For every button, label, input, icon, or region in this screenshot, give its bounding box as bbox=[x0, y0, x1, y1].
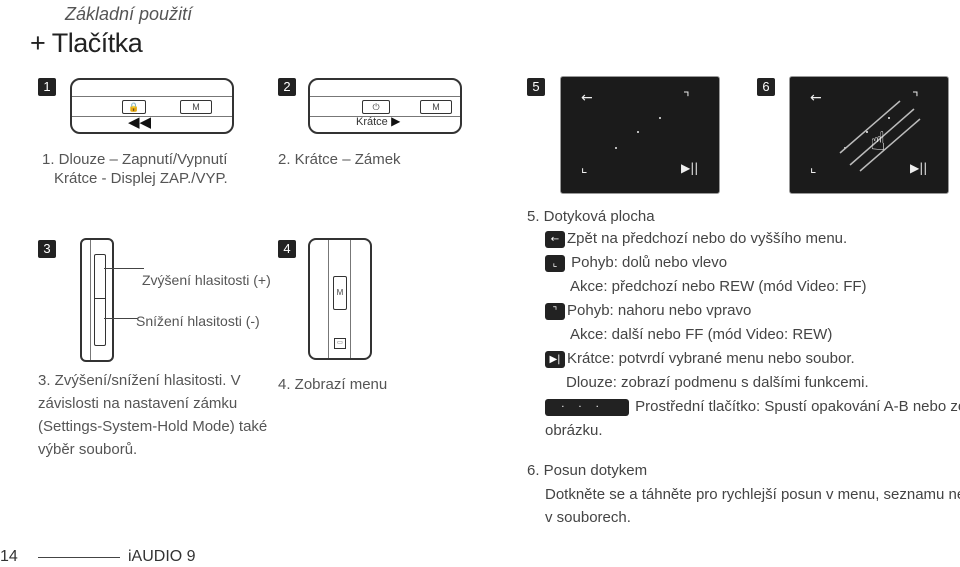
press-indicator: Krátce ▶ bbox=[356, 114, 401, 128]
back-arrow-icon: ← bbox=[545, 230, 565, 248]
touch-down-action: Akce: předchozí nebo REW (mód Video: FF) bbox=[570, 278, 867, 295]
play-pause-icon: ▶|| bbox=[910, 161, 928, 175]
drag-line-2: v souborech. bbox=[545, 509, 631, 526]
touch-play-row: ▶|Krátce: potvrdí vybrané menu nebo soub… bbox=[545, 348, 855, 370]
menu-button-icon: M bbox=[333, 276, 347, 310]
corner-down-left-icon: ⌞ bbox=[581, 160, 588, 176]
back-arrow-icon: ← bbox=[581, 90, 593, 106]
corner-down-left-icon: ⌞ bbox=[810, 160, 817, 176]
arrow-right-icon: ▶ bbox=[387, 114, 401, 128]
marker-2: 2 bbox=[278, 78, 296, 96]
rewind-arrow-icon: ◀◀ bbox=[128, 114, 152, 131]
footer-rule bbox=[38, 557, 120, 558]
device-menu-illustration: M ▭ bbox=[308, 238, 372, 360]
corner-up-right-icon: ⌝ bbox=[912, 90, 919, 106]
product-name: iAUDIO 9 bbox=[128, 548, 196, 565]
marker-4: 4 bbox=[278, 240, 296, 258]
play-pause-icon: ▶|| bbox=[681, 161, 699, 175]
back-arrow-icon: ← bbox=[810, 90, 822, 106]
menu-button-icon: M bbox=[180, 100, 212, 114]
touch-up-action: Akce: další nebo FF (mód Video: REW) bbox=[570, 326, 833, 343]
page-title: + Tlačítka bbox=[30, 28, 143, 58]
corner-down-left-icon: ⌞ bbox=[545, 254, 565, 272]
drag-motion-lines bbox=[839, 100, 921, 172]
drag-title: 6. Posun dotykem bbox=[527, 462, 648, 479]
leader-line-down bbox=[104, 318, 138, 319]
marker-5: 5 bbox=[527, 78, 545, 96]
corner-up-right-icon: ⌝ bbox=[545, 302, 565, 320]
marker-3: 3 bbox=[38, 240, 56, 258]
marker-6: 6 bbox=[757, 78, 775, 96]
center-dots-icon: ··· bbox=[545, 398, 629, 416]
corner-up-right-icon: ⌝ bbox=[683, 90, 690, 106]
touch-back-row: ←Zpět na předchozí nebo do vyššího menu. bbox=[545, 228, 847, 250]
pointing-hand-icon: ☝ bbox=[870, 127, 886, 157]
touch-play-long: Dlouze: zobrazí podmenu s dalšími funkce… bbox=[566, 374, 869, 391]
marker-1: 1 bbox=[38, 78, 56, 96]
caption-device-1: 1. Dlouze – Zapnutí/Vypnutí Krátce - Dis… bbox=[42, 151, 228, 187]
touch-center-row: ··· Prostřední tlačítko: Spustí opakován… bbox=[545, 396, 960, 418]
leader-line-up bbox=[104, 268, 144, 269]
volume-down-label: Snížení hlasitosti (-) bbox=[136, 313, 260, 329]
volume-up-label: Zvýšení hlasitosti (+) bbox=[142, 272, 271, 288]
device-volume-illustration bbox=[80, 238, 114, 362]
touch-title: 5. Dotyková plocha bbox=[527, 208, 655, 225]
caption-device-2: 2. Krátce – Zámek bbox=[278, 151, 401, 168]
touch-down-row: ⌞ Pohyb: dolů nebo vlevo bbox=[545, 252, 727, 274]
drag-line-1: Dotkněte se a táhněte pro rychlejší posu… bbox=[545, 486, 960, 503]
caption-device-3: 3. Zvýšení/snížení hlasitosti. V závislo… bbox=[38, 372, 268, 458]
touch-center-cont: obrázku. bbox=[545, 422, 603, 439]
menu-button-icon: M bbox=[420, 100, 452, 114]
power-icon: ⏻ bbox=[362, 100, 390, 114]
device-lock-illustration: ⏻ M Krátce ▶ bbox=[308, 78, 462, 134]
device-power-illustration: 🔒 M ◀◀ bbox=[70, 78, 234, 134]
usb-port-icon: ▭ bbox=[334, 338, 346, 349]
section-heading: Základní použití bbox=[65, 4, 193, 24]
play-pause-icon: ▶| bbox=[545, 350, 565, 368]
touchpad-illustration: ← ⌝ ⌞ ▶|| bbox=[560, 76, 720, 194]
caption-device-4: 4. Zobrazí menu bbox=[278, 376, 388, 393]
page-number: 14 bbox=[0, 548, 18, 565]
lock-icon: 🔒 bbox=[122, 100, 146, 114]
touch-up-row: ⌝Pohyb: nahoru nebo vpravo bbox=[545, 300, 751, 322]
touchpad-drag-illustration: ← ⌝ ⌞ ▶|| ☝ bbox=[789, 76, 949, 194]
